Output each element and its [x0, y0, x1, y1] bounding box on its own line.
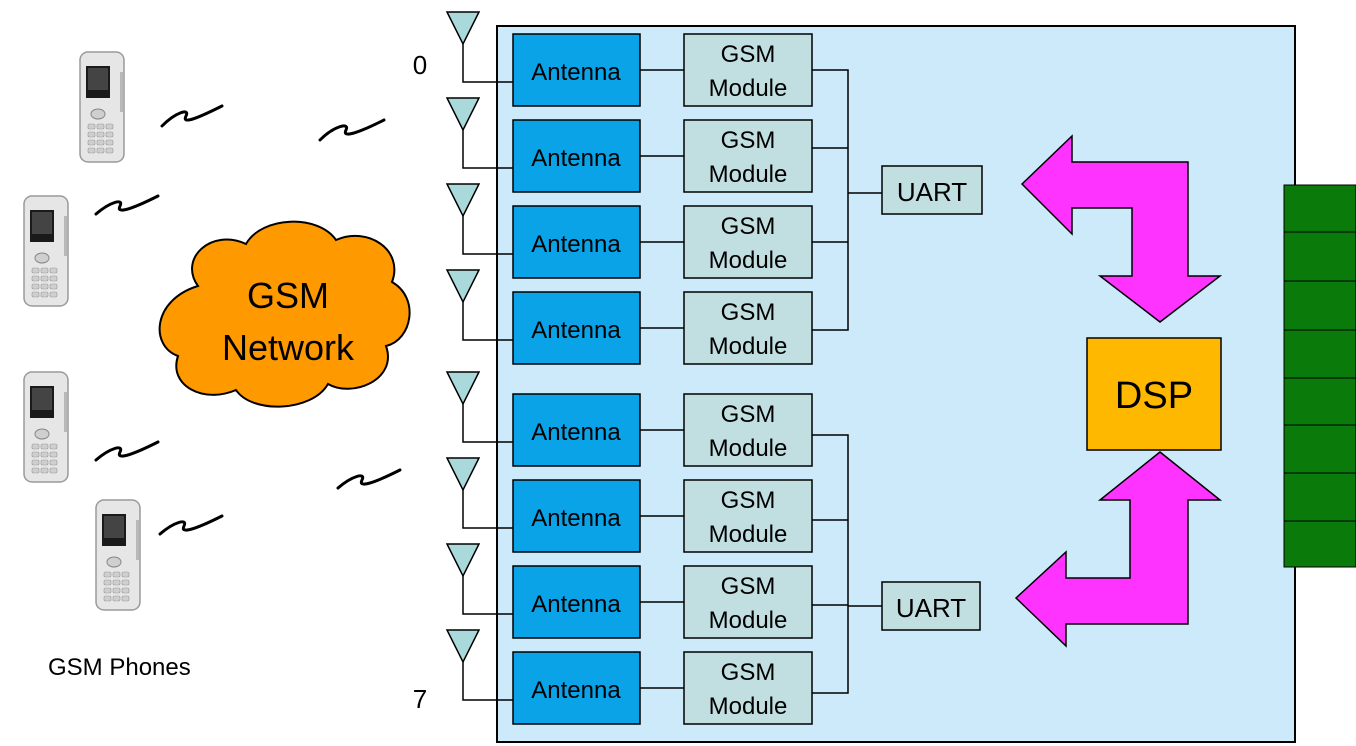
antenna-symbol-icon: [445, 97, 481, 132]
gsm-module-box: [683, 205, 813, 279]
gsm-module-line2: Module: [709, 333, 788, 360]
uart-top-label: UART: [897, 177, 967, 207]
bus-lines: [810, 69, 882, 694]
antenna-feed-line: [462, 576, 513, 615]
signal-icon: [336, 468, 402, 490]
gsm-module-line2: Module: [709, 75, 788, 102]
uart-bottom: UART: [881, 581, 981, 631]
antenna-label: Antenna: [531, 231, 621, 258]
gsm-module-line1: GSM: [721, 487, 776, 514]
antenna-symbol-icon: [445, 457, 481, 492]
channel-row: Antenna GSM Module: [445, 97, 813, 193]
antenna-feed-line: [462, 44, 513, 83]
antenna-label: Antenna: [531, 145, 621, 172]
gsm-module-box: [683, 651, 813, 725]
signal-icon: [158, 514, 224, 536]
antenna-symbol-icon: [445, 629, 481, 664]
antenna-feed-line: [462, 130, 513, 169]
phone-icon: [95, 499, 141, 611]
gsm-module-box: [683, 479, 813, 553]
channel-row: Antenna GSM Module: [445, 183, 813, 279]
gsm-module-box: [683, 393, 813, 467]
gsm-module-line1: GSM: [721, 401, 776, 428]
antenna-feed-line: [462, 302, 513, 341]
signal-icon: [94, 194, 160, 216]
antenna-feed-line: [462, 662, 513, 701]
antenna-box: [512, 565, 641, 639]
gsm-module-line1: GSM: [721, 213, 776, 240]
gsm-module-line2: Module: [709, 521, 788, 548]
antenna-label: Antenna: [531, 591, 621, 618]
antenna-label: Antenna: [531, 419, 621, 446]
uart-bottom-label: UART: [896, 593, 966, 623]
phone-icon: [23, 195, 69, 307]
antenna-box: [512, 33, 641, 107]
network-line1: GSM: [247, 275, 329, 316]
antenna-label: Antenna: [531, 317, 621, 344]
phone-icon: [23, 371, 69, 483]
gsm-module-box: [683, 291, 813, 365]
signal-icon: [160, 104, 224, 128]
gsm-module-line2: Module: [709, 435, 788, 462]
gsm-module-line2: Module: [709, 607, 788, 634]
antenna-symbol-icon: [445, 543, 481, 578]
gsm-module-line1: GSM: [721, 659, 776, 686]
uart-top: UART: [881, 165, 983, 215]
dsp-label: DSP: [1115, 375, 1193, 417]
gsm-module-line1: GSM: [721, 573, 776, 600]
gsm-module-line2: Module: [709, 161, 788, 188]
gsm-module-box: [683, 119, 813, 193]
network-line2: Network: [222, 327, 355, 368]
gsm-network-cloud: GSM Network: [158, 220, 411, 408]
channel-row: Antenna GSM Module: [445, 371, 813, 467]
wireless-signals: [94, 104, 402, 536]
arrow-top: [1020, 134, 1223, 323]
signal-icon: [94, 440, 160, 462]
antenna-label: Antenna: [531, 505, 621, 532]
antenna-feed-line: [462, 490, 513, 529]
antenna-symbol-icon: [445, 371, 481, 406]
channel-row: Antenna GSM Module: [445, 629, 813, 725]
antenna-symbol-icon: [445, 11, 481, 46]
channel-row: Antenna GSM Module: [445, 457, 813, 553]
signal-icon: [318, 118, 386, 142]
channel-row: Antenna GSM Module: [445, 543, 813, 639]
antenna-feed-line: [462, 216, 513, 255]
channel-label-first: 0: [413, 50, 427, 80]
antenna-box: [512, 393, 641, 467]
channel-label-last: 7: [413, 684, 427, 714]
gsm-module-line1: GSM: [721, 127, 776, 154]
edge-connector: [1283, 184, 1356, 568]
antenna-feed-line: [462, 404, 513, 443]
gsm-phones: [23, 51, 141, 611]
antenna-symbol-icon: [445, 269, 481, 304]
antenna-box: [512, 479, 641, 553]
phones-label: GSM Phones: [48, 654, 191, 681]
channel-row: Antenna GSM Module: [445, 269, 813, 365]
gsm-module-line1: GSM: [721, 299, 776, 326]
antenna-box: [512, 291, 641, 365]
antenna-label: Antenna: [531, 677, 621, 704]
channel-row: Antenna GSM Module: [445, 11, 813, 107]
gsm-module-line1: GSM: [721, 41, 776, 68]
channel-rows: AntennaGSMModuleAntennaGSMModuleAntennaG…: [445, 11, 813, 725]
phone-icon: [79, 51, 125, 163]
dsp-block: DSP: [1086, 337, 1222, 451]
gsm-module-box: [683, 33, 813, 107]
antenna-box: [512, 205, 641, 279]
gsm-module-line2: Module: [709, 247, 788, 274]
antenna-label: Antenna: [531, 59, 621, 86]
arrow-bottom: [1014, 451, 1223, 648]
gsm-module-box: [683, 565, 813, 639]
gsm-module-line2: Module: [709, 693, 788, 720]
antenna-symbol-icon: [445, 183, 481, 218]
